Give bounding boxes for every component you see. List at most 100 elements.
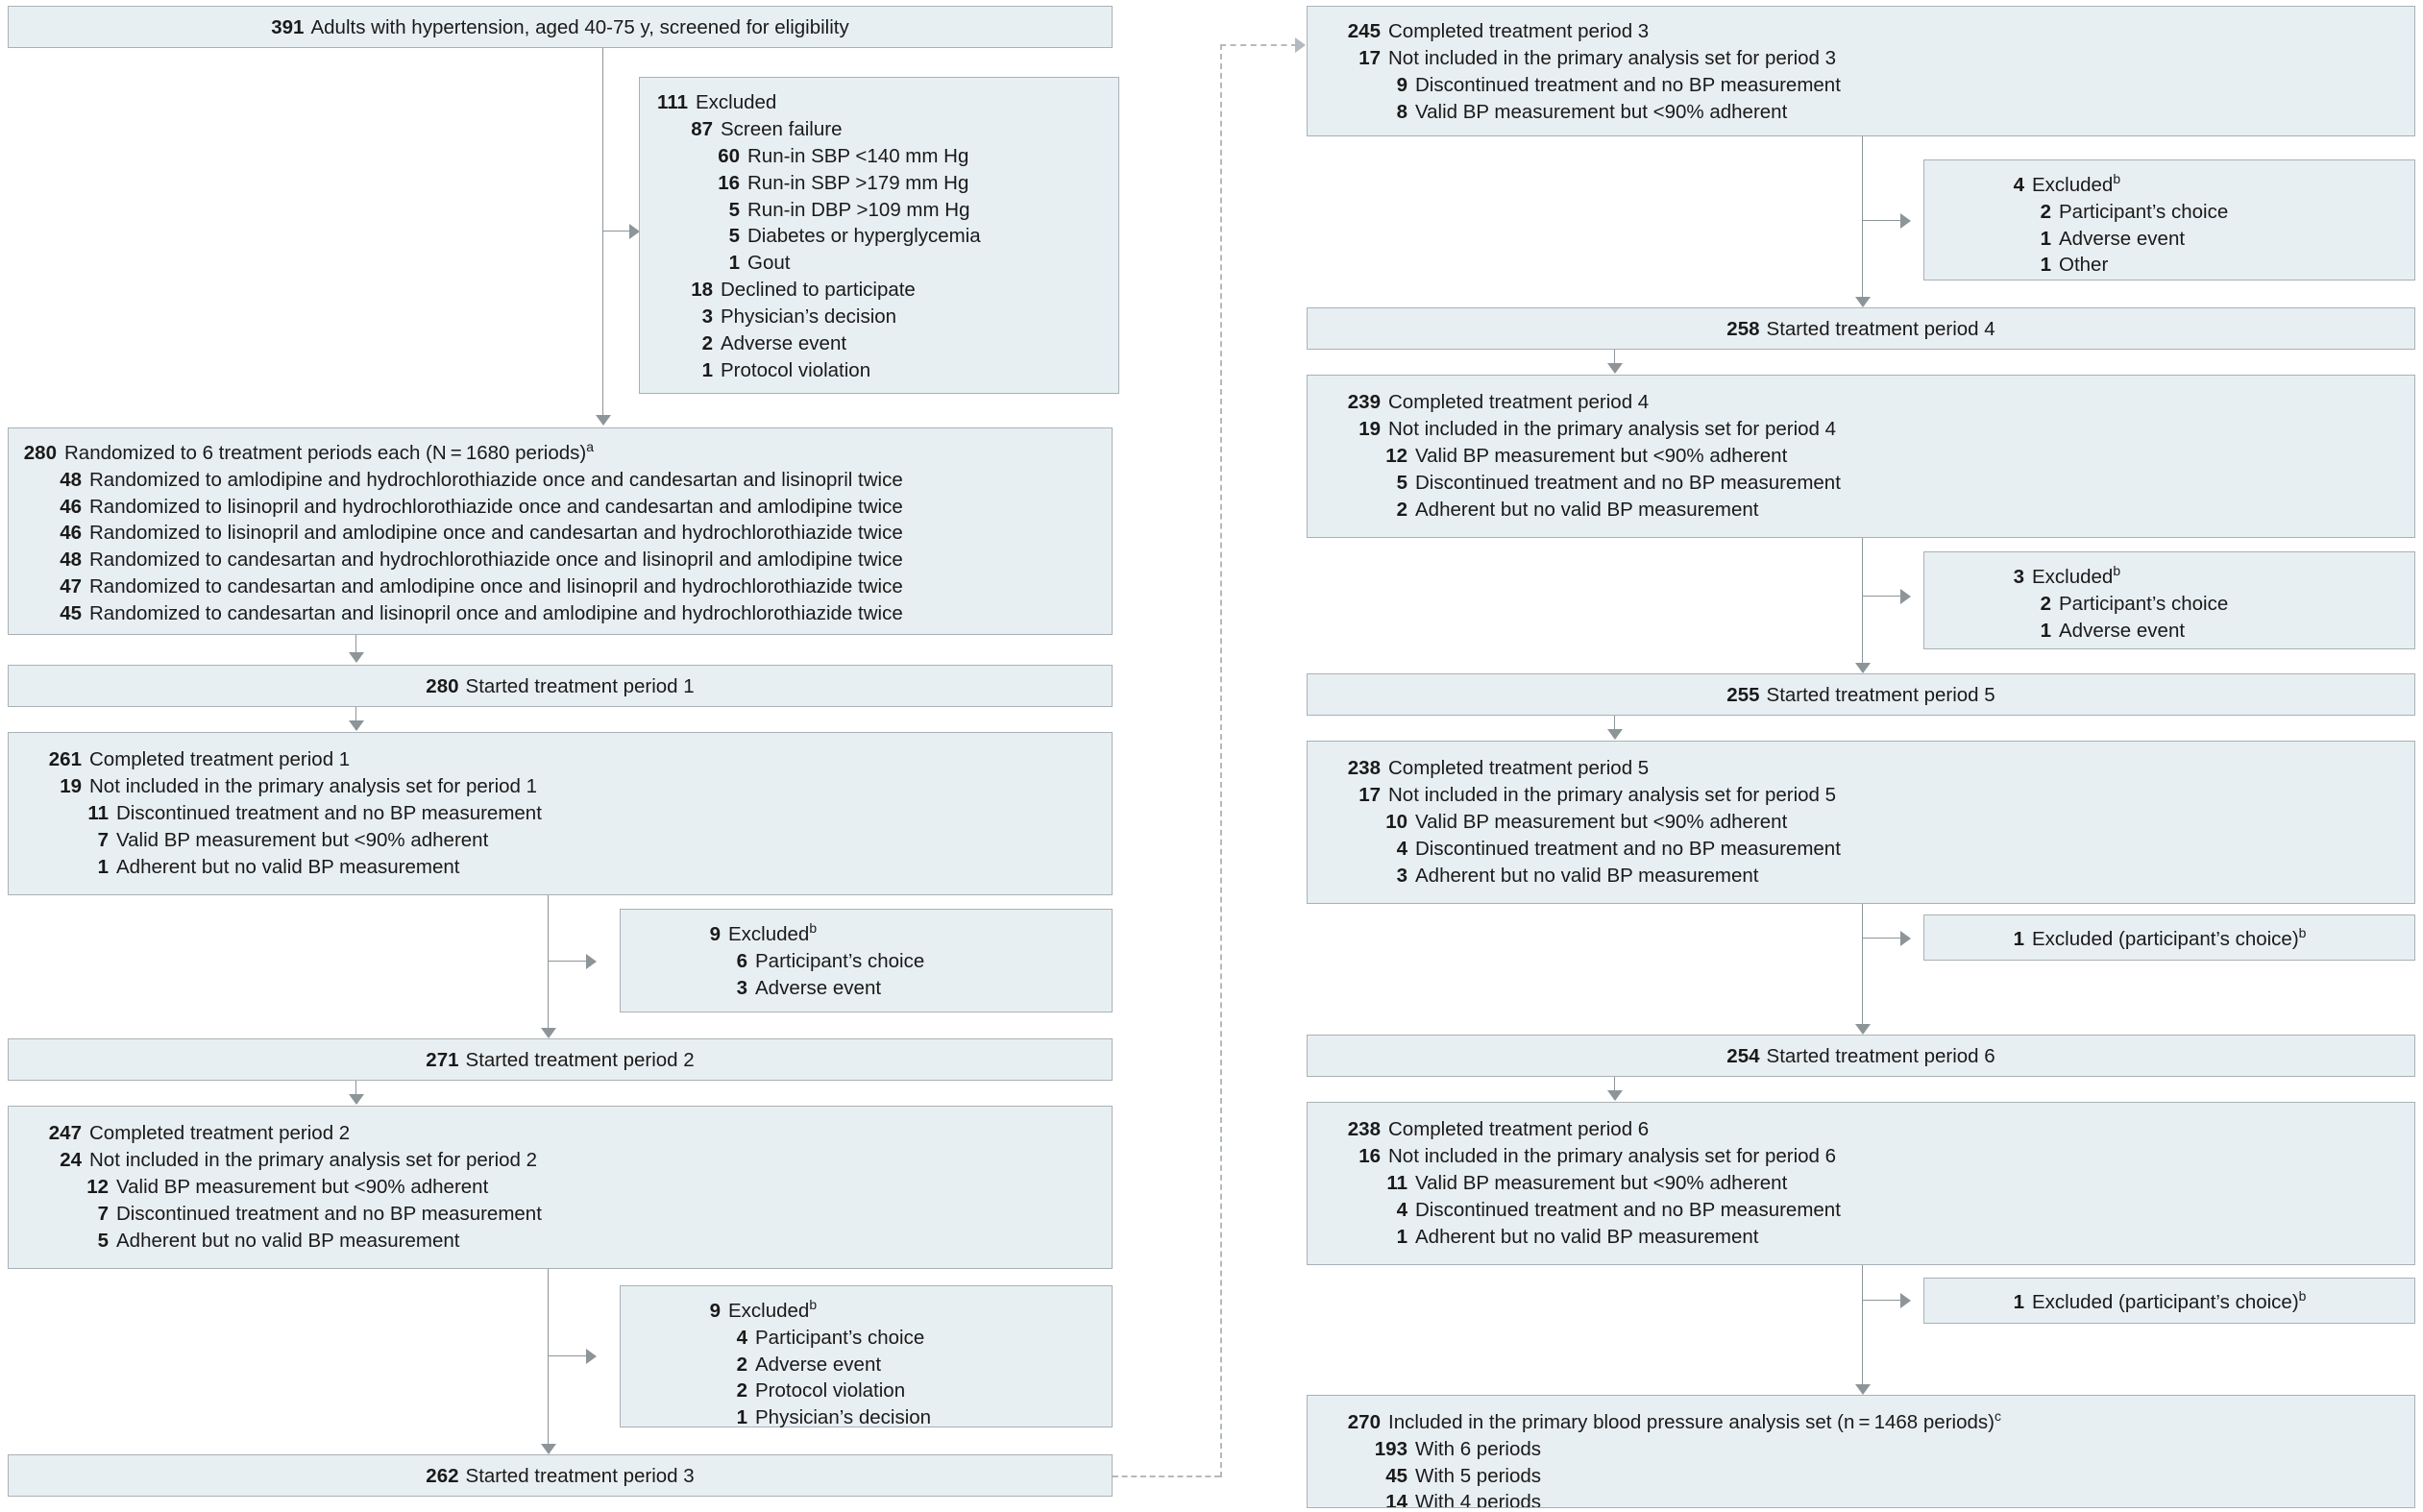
list-item-count: 12 (86, 1175, 109, 1198)
list-item-label: Diabetes or hyperglycemia (747, 225, 981, 248)
arrow-to-excluded-p2 (586, 1349, 597, 1364)
list-item-count: 16 (718, 171, 740, 194)
list-item-count: 14 (1385, 1491, 1407, 1508)
arrow-p5-start-to-complete (1607, 729, 1623, 740)
completed-p4-head-count: 239 (1347, 391, 1381, 413)
arrow-to-excluded-p4 (1900, 589, 1911, 604)
excluded-p1-footnote: b (809, 920, 818, 936)
list-item-label: Participant’s choice (2059, 200, 2229, 223)
list-item-count: 16 (1358, 1144, 1381, 1167)
list-item-label: Adverse event (2059, 227, 2186, 250)
list-item-count: 1 (728, 252, 740, 275)
connector-p2-excluded-right (548, 1355, 588, 1356)
list-item-count: 7 (97, 1202, 109, 1225)
list-item-label: Discontinued treatment and no BP measure… (116, 801, 542, 824)
box-screened-label: Adults with hypertension, aged 40-75 y, … (310, 16, 849, 38)
list-item-label: Adherent but no valid BP measurement (116, 1229, 460, 1252)
excluded-p3-footnote: b (2113, 171, 2121, 186)
completed-p4-head-label: Completed treatment period 4 (1388, 391, 1650, 413)
final-head-count: 270 (1347, 1410, 1381, 1433)
arrow-to-final (1855, 1384, 1871, 1395)
connector-p5-excluded-right (1862, 938, 1902, 939)
arrow-to-started-p6 (1855, 1024, 1871, 1035)
arrow-dashed-to-p3-completed (1295, 37, 1306, 53)
list-item-label: Other (2059, 254, 2109, 277)
connector-p2-down (548, 1269, 549, 1448)
started-p3-count: 262 (426, 1465, 459, 1487)
connector-p4-excluded-right (1862, 596, 1902, 597)
list-item-label: With 4 periods (1415, 1491, 1542, 1508)
excluded-p6-footnote: b (2298, 1288, 2307, 1304)
started-p2-count: 271 (426, 1049, 459, 1071)
arrow-randomized-to-p1 (349, 652, 364, 663)
connector-p1-down (548, 895, 549, 1032)
list-item-label: Protocol violation (755, 1379, 906, 1402)
started-p4-label: Started treatment period 4 (1766, 318, 1995, 340)
list-item-count: 1 (2040, 227, 2051, 250)
list-item-label: Declined to participate (721, 279, 916, 302)
excluded-p5-label: Excluded (participant’s choice)b (2032, 925, 2307, 950)
completed-p3-head-count: 245 (1347, 20, 1381, 42)
list-item-count: 2 (701, 331, 713, 354)
completed-p6-head-count: 238 (1347, 1118, 1381, 1140)
list-item-count: 6 (736, 949, 747, 972)
arrow-to-excluded-p3 (1900, 213, 1911, 229)
list-item-label: Randomized to amlodipine and hydrochloro… (89, 468, 903, 491)
list-item-label: With 5 periods (1415, 1464, 1542, 1487)
excluded-p5-footnote: b (2298, 925, 2307, 940)
connector-screened-down (602, 48, 603, 231)
completed-p1-head-count: 261 (48, 748, 82, 770)
randomized-head-footnote: a (586, 439, 594, 454)
dashed-connector-vertical (1220, 44, 1222, 1477)
list-item-label: Discontinued treatment and no BP measure… (1415, 837, 1841, 860)
list-item-label: Not included in the primary analysis set… (1388, 46, 1837, 69)
list-item-label: Adherent but no valid BP measurement (1415, 1225, 1759, 1248)
list-item-count: 1 (1396, 1225, 1407, 1248)
list-item-label: Valid BP measurement but <90% adherent (1415, 100, 1788, 123)
randomized-head-label: Randomized to 6 treatment periods each (… (64, 439, 594, 464)
list-item-label: Not included in the primary analysis set… (1388, 1144, 1837, 1167)
list-item-count: 5 (728, 198, 740, 221)
list-item-count: 45 (1385, 1464, 1407, 1487)
list-item-count: 2 (736, 1379, 747, 1402)
randomized-head-count: 280 (23, 441, 57, 464)
connector-p5-down (1862, 904, 1863, 1028)
arrow-to-excluded-p5 (1900, 931, 1911, 946)
list-item-count: 24 (60, 1148, 82, 1171)
connector-p1-excluded-right (548, 961, 588, 962)
completed-p5-head-label: Completed treatment period 5 (1388, 757, 1650, 779)
list-item-count: 5 (728, 225, 740, 248)
connector-p3-down (1862, 136, 1863, 301)
